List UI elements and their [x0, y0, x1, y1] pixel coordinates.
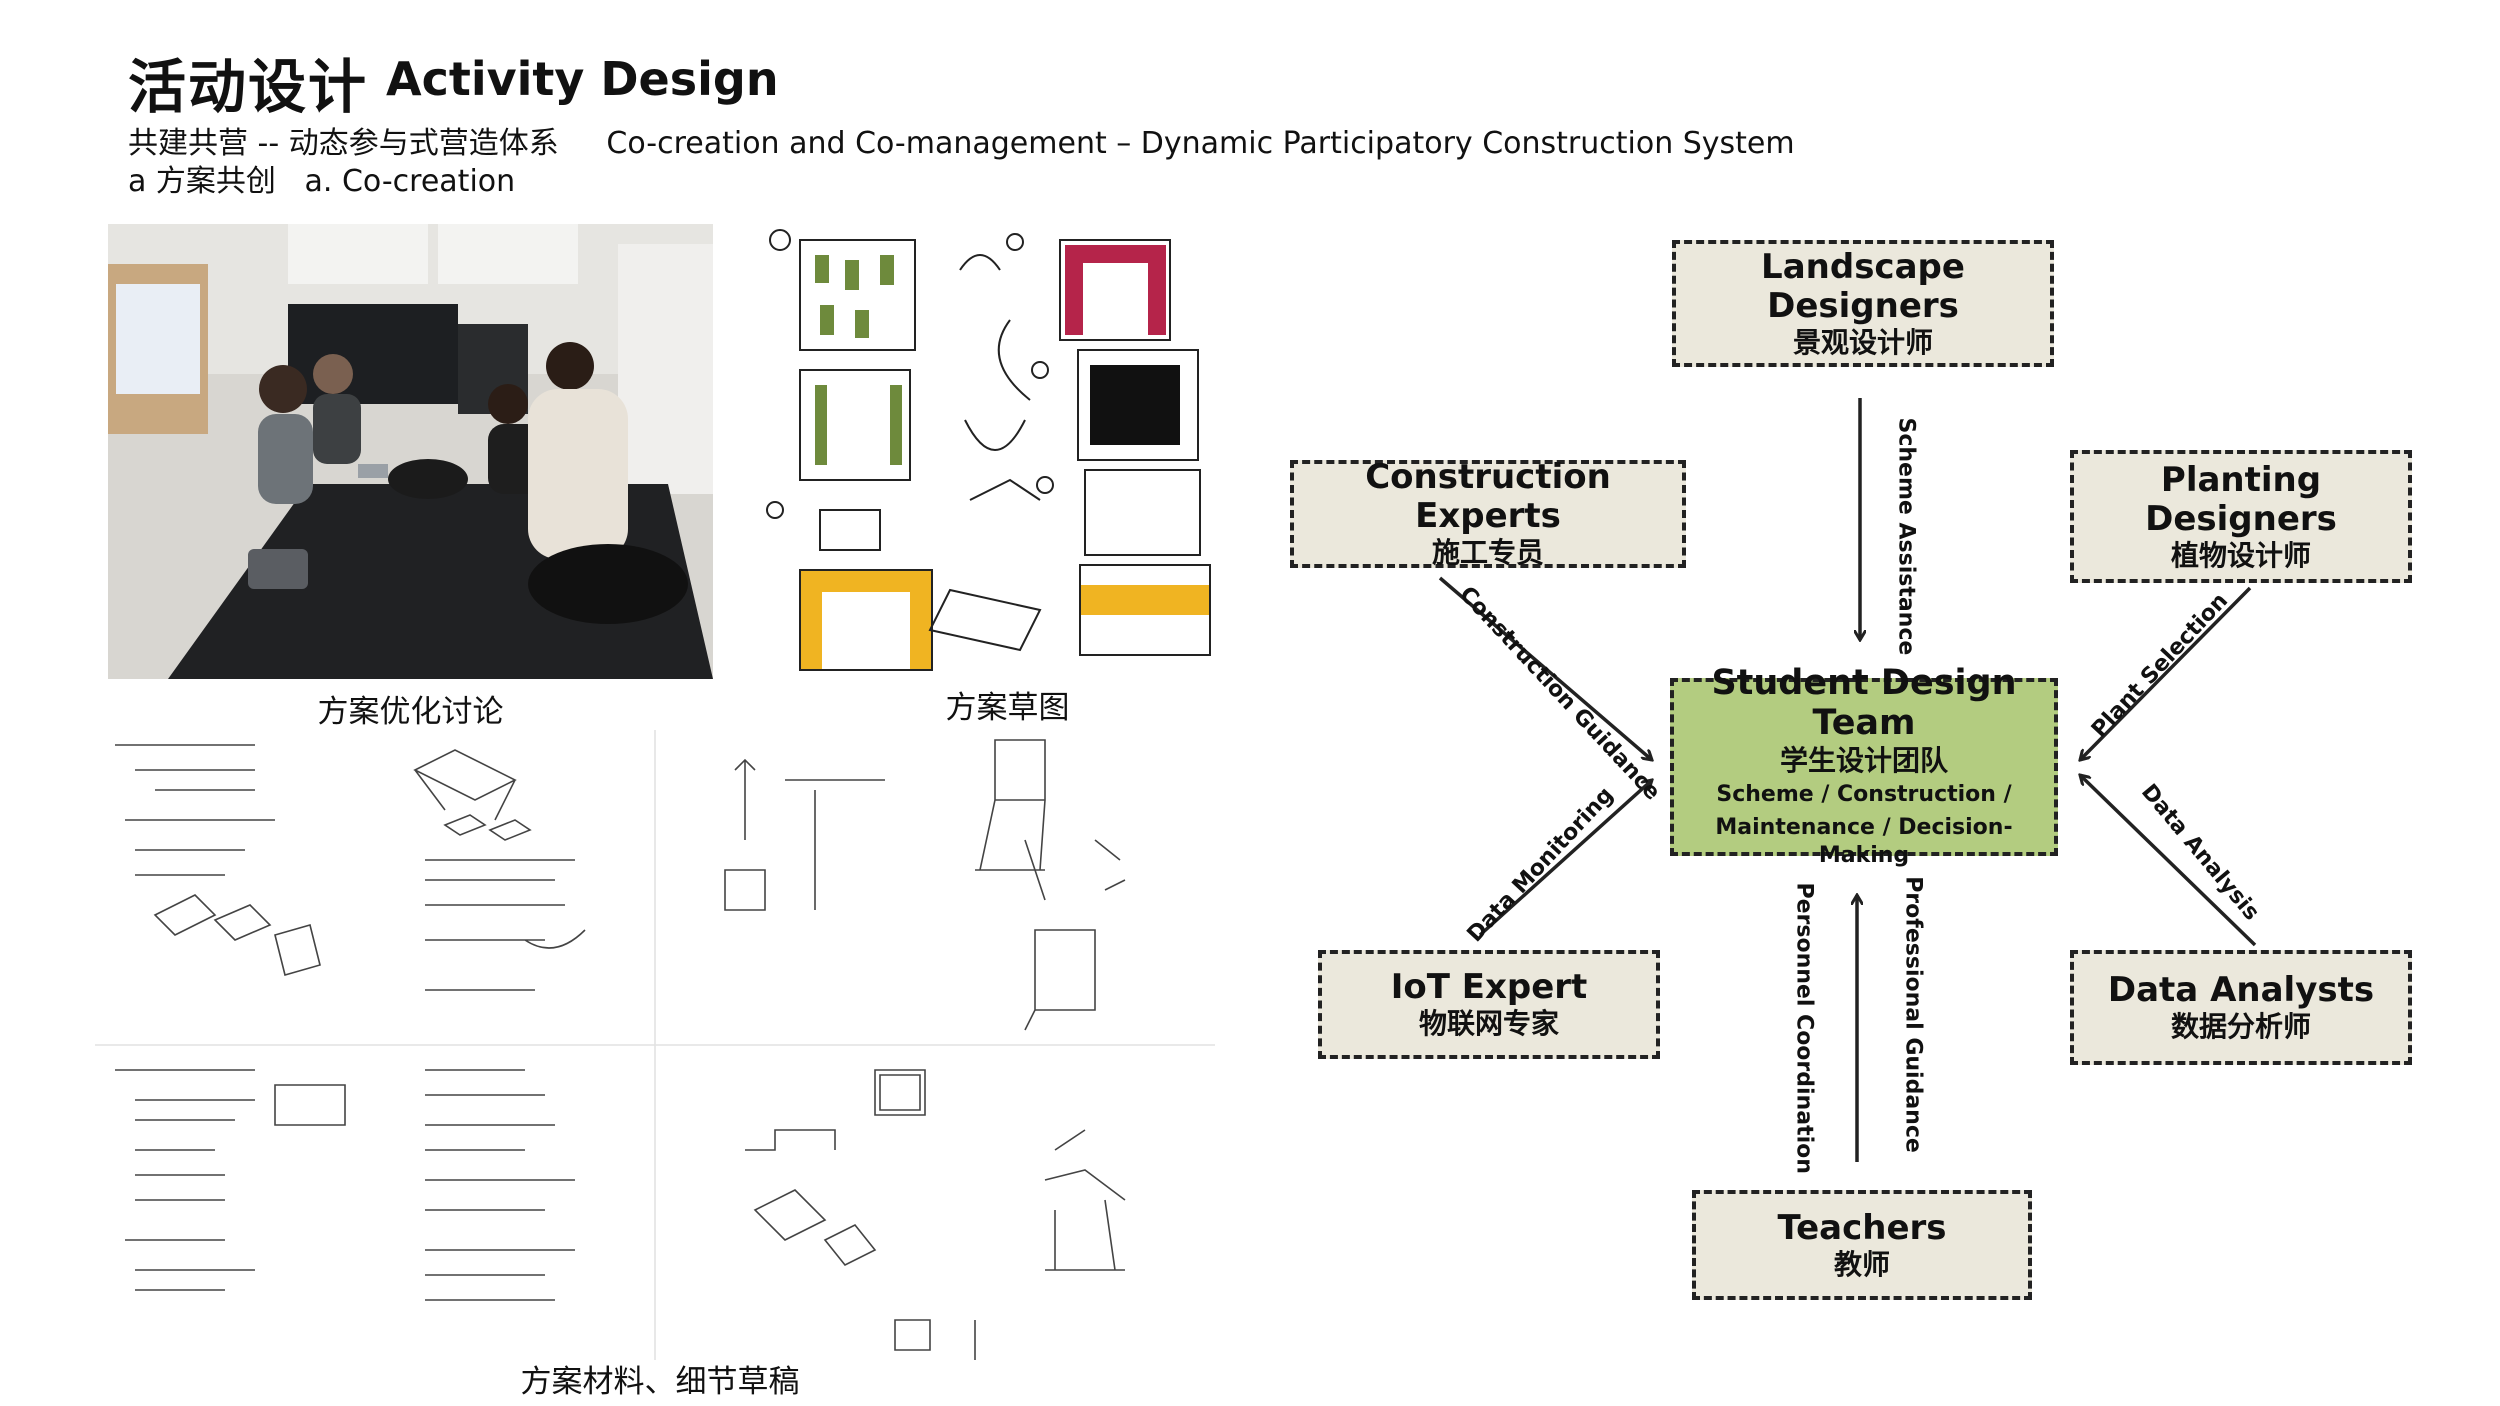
scheme-sketch-drawing [766, 229, 1211, 671]
node-construction-en: Construction Experts [1365, 457, 1611, 537]
arrow-data-analysis [2080, 775, 2257, 947]
label-personnel-coordination: Personnel Coordination [1791, 882, 1817, 1174]
node-landscape-designers: Landscape Designers 景观设计师 [1672, 240, 2054, 367]
center-cn: 学生设计团队 [1779, 743, 1948, 777]
node-teachers-cn: 教师 [1833, 1247, 1890, 1281]
node-planting-designers: Planting Designers 植物设计师 [2070, 450, 2412, 583]
sketch-caption: 方案草图 [945, 690, 1070, 726]
subtitle-line1: 共建共营 -- 动态参与式营造体系 Co-creation and Co-man… [128, 126, 1795, 161]
page-title-en: Activity Design [386, 52, 779, 106]
material-drafts [95, 730, 1215, 1360]
center-desc-line2: Maintenance / Decision-Making [1715, 814, 2013, 869]
label-scheme-assistance: Scheme Assistance [1893, 417, 1919, 656]
arrow-construction-guidance [1438, 576, 1652, 760]
discussion-photo [108, 224, 713, 679]
label-professional-guidance: Professional Guidance [1900, 876, 1926, 1153]
node-planting-cn: 植物设计师 [2170, 538, 2311, 572]
node-construction-cn: 施工专员 [1431, 536, 1544, 570]
node-iot-cn: 物联网专家 [1418, 1007, 1559, 1041]
colored-sketches [760, 220, 1255, 685]
subtitle-line2: a 方案共创 a. Co-creation [128, 164, 516, 199]
arrow-data-monitoring [1478, 780, 1652, 937]
node-teachers-en: Teachers [1777, 1207, 1947, 1248]
center-desc-line1: Scheme / Construction / [1716, 782, 2012, 808]
center-en: Student Design Team [1711, 663, 2017, 744]
page-title-cn: 活动设计 [128, 53, 369, 121]
node-planting-en: Planting Designers [2145, 459, 2337, 539]
node-landscape-en: Landscape Designers [1761, 246, 1965, 326]
node-data-en: Data Analysts [2107, 970, 2375, 1011]
materials-caption: 方案材料、细节草稿 [520, 1364, 800, 1400]
node-construction-experts: Construction Experts 施工专员 [1290, 457, 1686, 570]
node-data-analysts: Data Analysts 数据分析师 [2070, 950, 2412, 1065]
node-data-cn: 数据分析师 [2170, 1010, 2311, 1044]
node-iot-expert: IoT Expert 物联网专家 [1318, 950, 1660, 1059]
node-iot-en: IoT Expert [1390, 967, 1588, 1008]
arrow-plant-selection [2080, 586, 2252, 760]
node-student-design-team: Student Design Team 学生设计团队 Scheme / Cons… [1670, 663, 2058, 868]
photo-caption: 方案优化讨论 [317, 694, 504, 730]
node-teachers: Teachers 教师 [1692, 1190, 2032, 1300]
discussion-photo-illustration [108, 224, 713, 679]
node-landscape-cn: 景观设计师 [1792, 325, 1933, 359]
detail-draft-drawing [95, 730, 1215, 1360]
